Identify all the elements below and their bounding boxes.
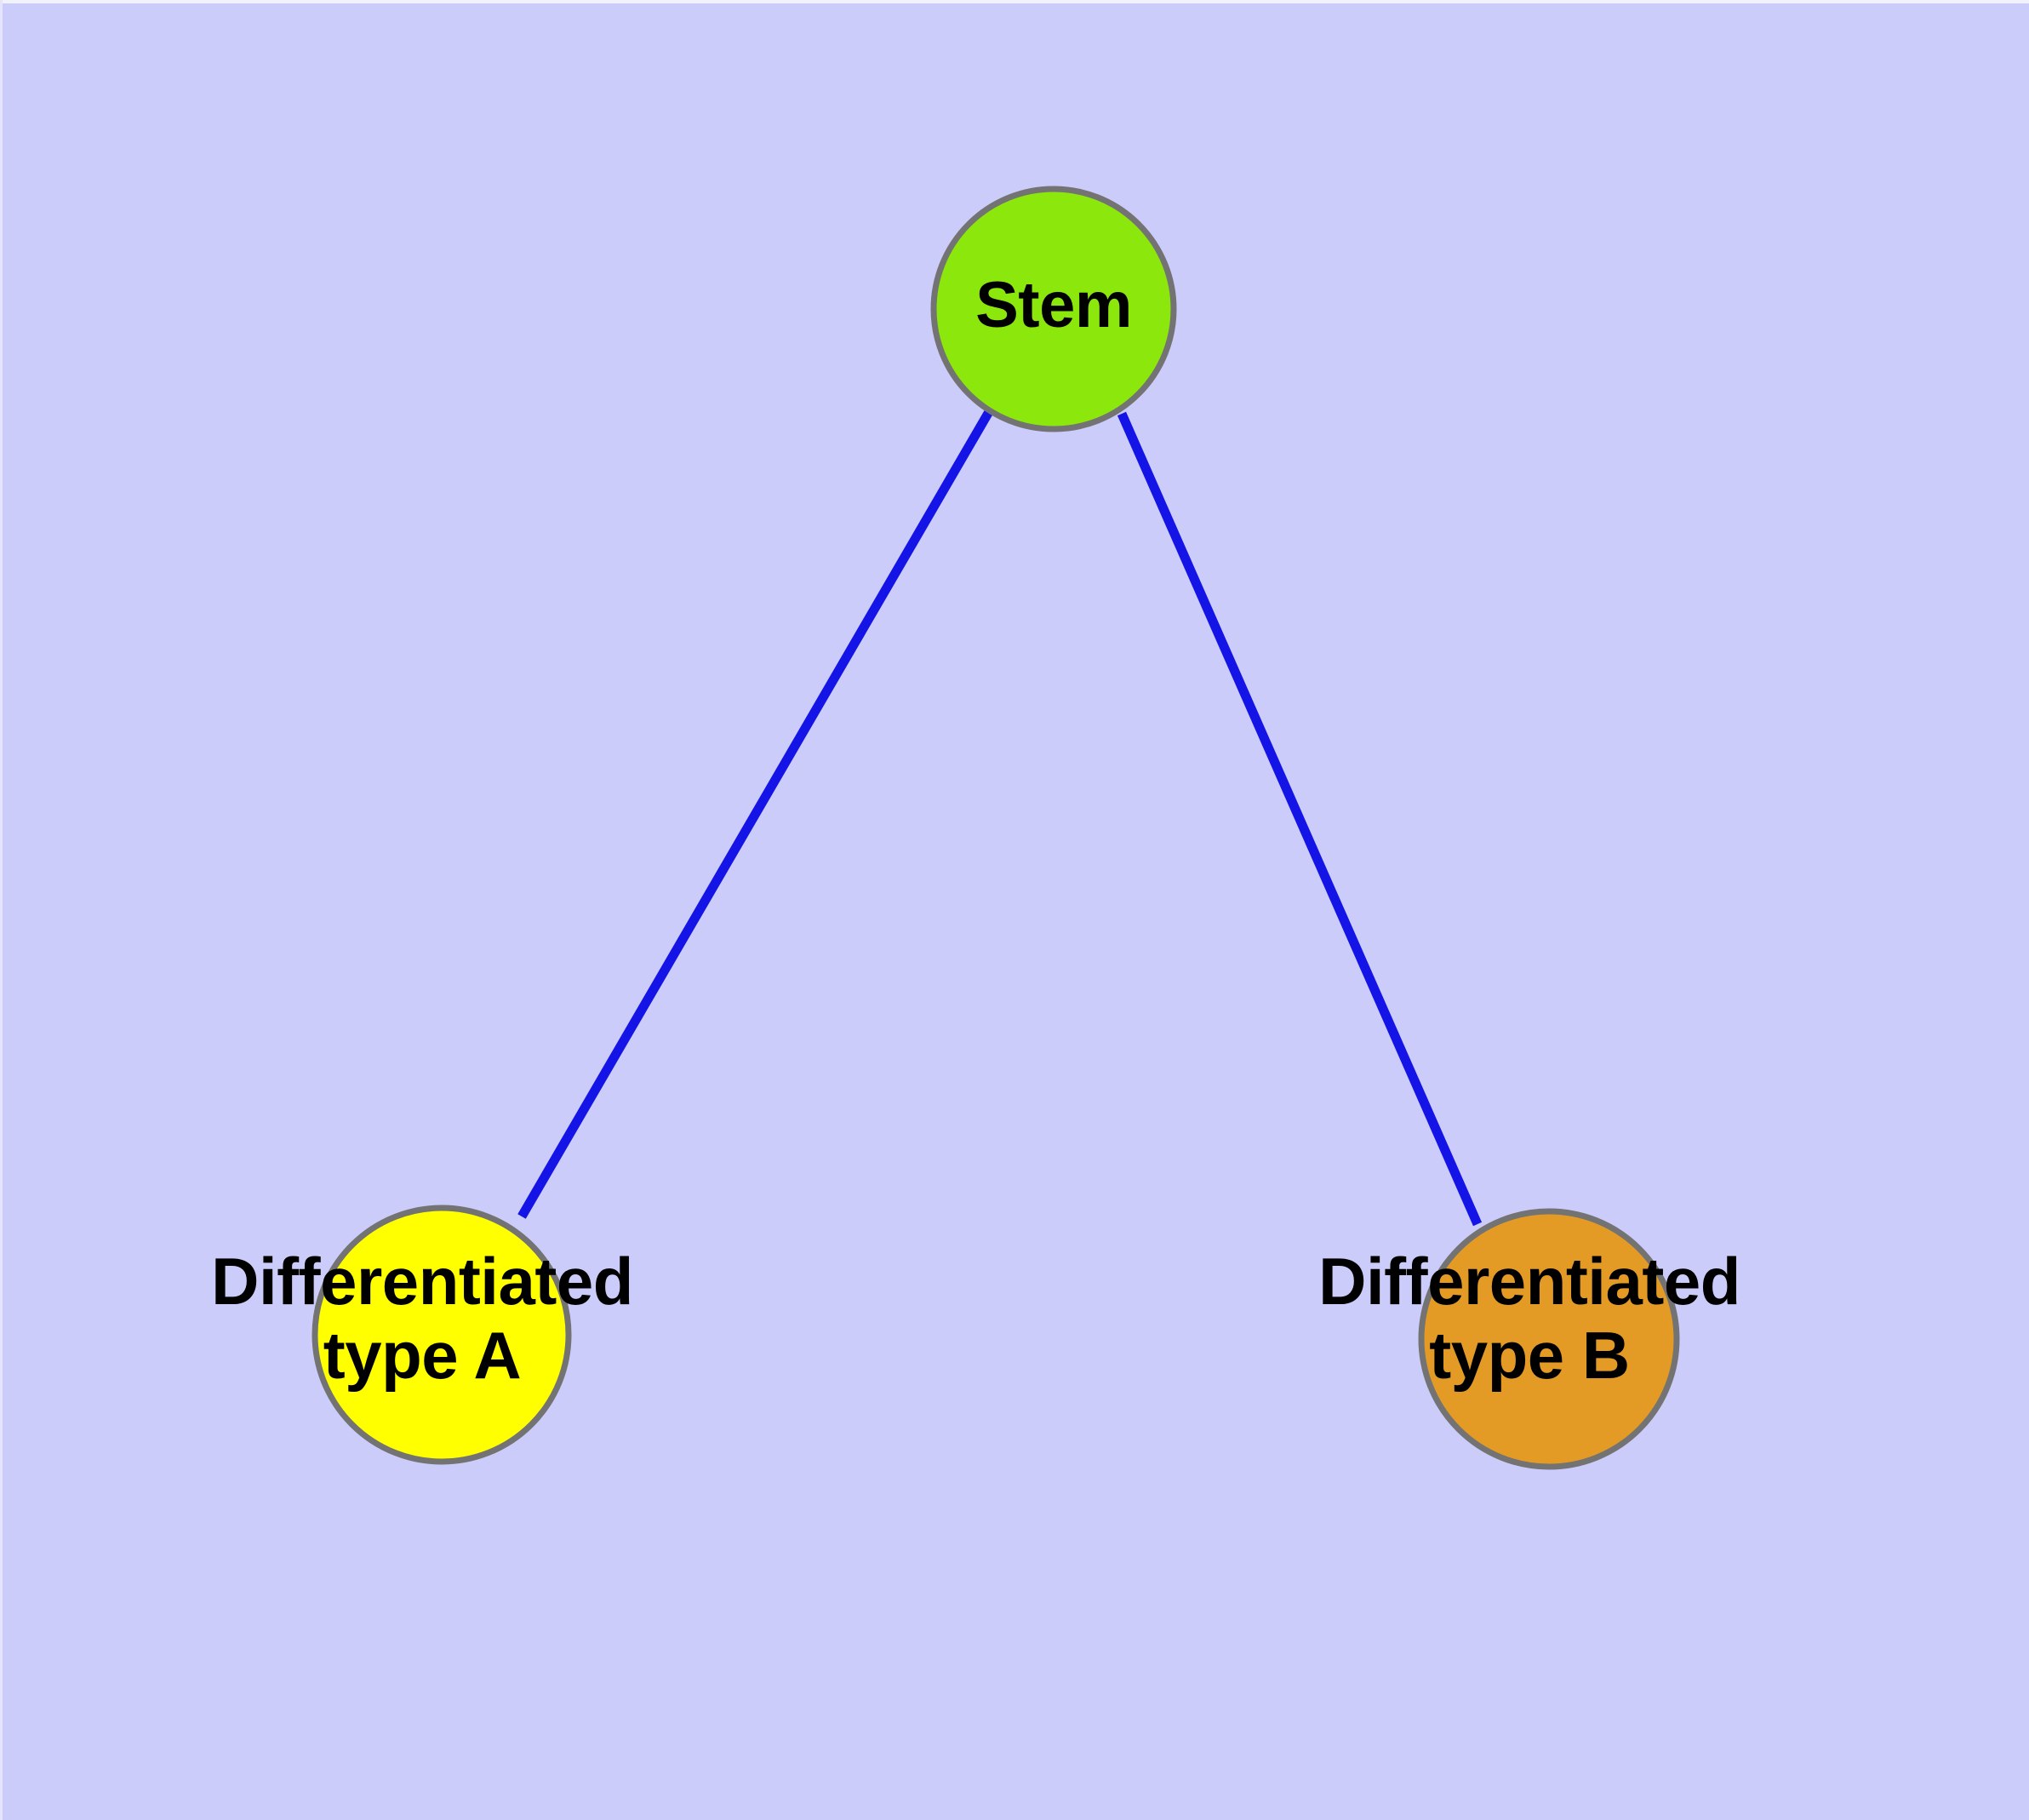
edge-stem-to-differentiated-type-b[interactable] xyxy=(1117,411,1483,1227)
node-stem[interactable] xyxy=(930,186,1177,432)
top-edge-strip xyxy=(0,0,2029,3)
edges-group xyxy=(517,408,1483,1227)
node-differentiated-type-a[interactable] xyxy=(311,1205,572,1465)
edge-stem-to-differentiated-type-a[interactable] xyxy=(517,408,994,1219)
nodes-group xyxy=(311,186,1680,1470)
node-differentiated-type-b[interactable] xyxy=(1418,1208,1680,1470)
left-edge-strip xyxy=(0,0,3,1820)
